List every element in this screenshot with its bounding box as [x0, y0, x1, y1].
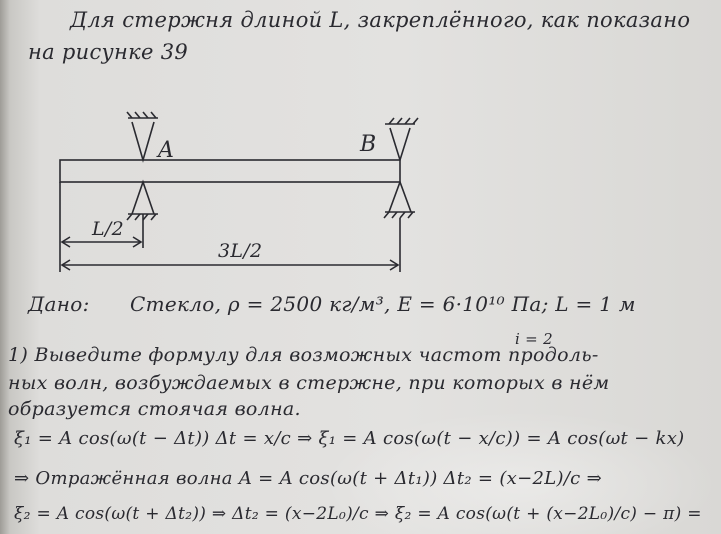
task-line-2: ных волн, возбуждаемых в стержне, при ко… — [8, 372, 610, 394]
dimension-long-label: 3L/2 — [218, 240, 263, 262]
support-a-label: A — [158, 138, 175, 163]
given-label: Дано: — [28, 292, 90, 316]
task-line-1: 1) Выведите формулу для возможных частот… — [8, 344, 599, 366]
support-b-top — [385, 117, 419, 163]
task-line-3: образуется стоячая волна. — [8, 398, 301, 420]
equation-3: ξ₂ = A cos(ω(t + Δt₂)) ⇒ Δt₂ = (x−2L₀)/c… — [14, 504, 702, 524]
dimension-lines — [59, 182, 401, 272]
equation-1: ξ₁ = A cos(ω(t − Δt)) Δt = x/c ⇒ ξ₁ = A … — [14, 428, 685, 449]
equation-2: ⇒ Отражённая волна A = A cos(ω(t + Δt₁))… — [14, 468, 602, 489]
support-a-top — [126, 111, 158, 163]
given-index: i = 2 — [515, 330, 553, 348]
support-b-label: B — [360, 132, 377, 157]
paper-glare — [320, 410, 720, 534]
given-text: Стекло, ρ = 2500 кг/м³, E = 6·10¹⁰ Па; L… — [130, 292, 636, 316]
support-b-bottom — [383, 179, 415, 219]
dimension-short-label: L/2 — [92, 218, 125, 240]
problem-line-1: Для стержня длиной L, закреплённого, как… — [70, 8, 691, 32]
problem-line-2: на рисунке 39 — [28, 40, 189, 64]
beam — [59, 159, 401, 183]
support-a-bottom — [126, 179, 158, 221]
